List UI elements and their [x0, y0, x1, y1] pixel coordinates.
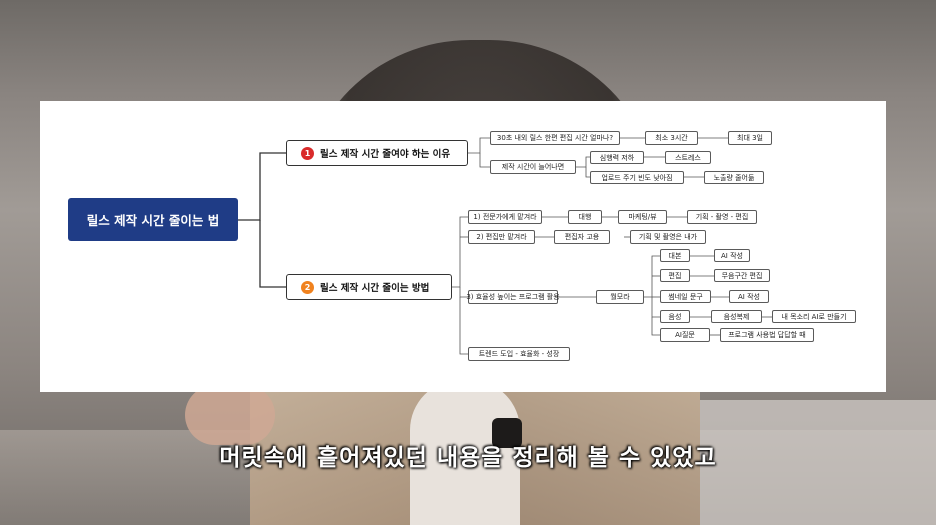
node-program-help: 프로그램 사용법 답답할 때	[720, 328, 814, 342]
node-trend-growth: 트렌드 도입 - 효율화 - 성장	[468, 347, 570, 361]
node-upload-frequency: 업로드 주기 빈도 낮아짐	[590, 171, 684, 184]
background-hand	[185, 385, 275, 445]
node-thumbnail-text: 썸네일 문구	[660, 290, 711, 303]
node-edit-time-question: 30초 내외 릴스 한편 편집 시간 얼마나?	[490, 131, 620, 145]
node-ai-voice: 내 목소리 AI로 만들기	[772, 310, 856, 323]
node-agency: 대행	[568, 210, 602, 224]
node-voice: 음성	[660, 310, 690, 323]
node-voice-clone: 음성복제	[711, 310, 762, 323]
node-hire-editor: 편집자 고용	[554, 230, 610, 244]
mindmap-connectors	[238, 137, 772, 355]
branch-reasons: 1 릴스 제작 시간 줄여야 하는 이유	[286, 140, 468, 166]
microphone	[492, 418, 522, 448]
node-edit: 편집	[660, 269, 690, 282]
badge-2-icon: 2	[301, 280, 314, 294]
node-use-programs: 3) 효율성 높이는 프로그램 활용	[466, 290, 560, 304]
branch-methods: 2 릴스 제작 시간 줄이는 방법	[286, 274, 452, 300]
branch-methods-label: 릴스 제작 시간 줄이는 방법	[320, 283, 430, 294]
node-plan-shoot-myself: 기획 및 촬영은 내가	[630, 230, 706, 244]
branch-reasons-label: 릴스 제작 시간 줄여야 하는 이유	[320, 149, 451, 160]
node-marketing: 마케팅/뷰	[618, 210, 667, 224]
node-ai-question: AI질문	[660, 328, 710, 342]
background-shelf	[690, 400, 936, 525]
node-longer-production: 제작 시간이 늘어나면	[490, 160, 576, 174]
node-stress: 스트레스	[665, 151, 711, 164]
node-outsource-editing: 2) 편집만 맡겨라	[468, 230, 535, 244]
node-silence-edit: 무음구간 편집	[714, 269, 770, 282]
node-exposure-drop: 노출량 줄어듦	[704, 171, 764, 184]
mindmap-root: 릴스 제작 시간 줄이는 법	[68, 198, 238, 241]
background-shirt	[410, 380, 520, 525]
badge-1-icon: 1	[301, 146, 314, 160]
node-max-3d: 최대 3일	[728, 131, 772, 145]
node-script: 대본	[660, 249, 690, 262]
node-script-ai: AI 작성	[714, 249, 750, 262]
mindmap-panel: 릴스 제작 시간 줄이는 법 1 릴스 제작 시간 줄여야 하는 이유 2 릴스…	[40, 101, 886, 392]
node-outsource-expert: 1) 전문가에게 맡겨라	[468, 210, 542, 224]
video-subtitle: 머릿속에 흩어져있던 내용을 정리해 볼 수 있었고	[219, 445, 717, 471]
node-min-3h: 최소 3시간	[645, 131, 698, 145]
node-program-name: 뭘모라	[596, 290, 644, 304]
node-plan-shoot-edit: 기획 - 촬영 - 편집	[687, 210, 757, 224]
node-execution-drop: 심행력 저하	[590, 151, 644, 164]
node-thumbnail-ai: AI 작성	[729, 290, 769, 303]
